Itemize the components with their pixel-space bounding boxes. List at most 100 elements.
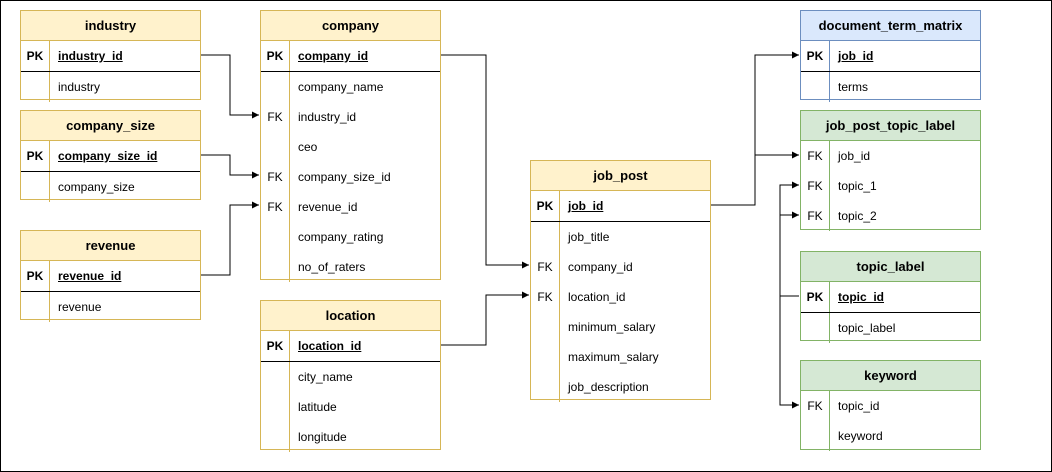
key-marker <box>531 222 560 252</box>
column-name: longitude <box>298 430 347 444</box>
key-marker: PK <box>21 141 50 171</box>
column-name: company_id <box>298 49 369 63</box>
column-name: topic_2 <box>838 209 877 223</box>
key-marker <box>531 372 560 402</box>
column-name: topic_label <box>838 321 896 335</box>
table-row: PK industry_id <box>21 41 200 72</box>
column-name: industry_id <box>58 49 123 63</box>
table-title: location <box>261 301 440 331</box>
key-marker: PK <box>801 41 830 71</box>
column-name: latitude <box>298 400 337 414</box>
key-marker: FK <box>261 192 290 222</box>
key-marker: PK <box>261 41 290 71</box>
table-row: latitude <box>261 392 440 422</box>
table-row: industry <box>21 72 200 102</box>
column-name: location_id <box>568 290 626 304</box>
column-name: job_description <box>568 380 649 394</box>
key-marker <box>531 342 560 372</box>
table-row: no_of_raters <box>261 252 440 282</box>
column-name: revenue_id <box>298 200 358 214</box>
table-title: document_term_matrix <box>801 11 980 41</box>
table-row: city_name <box>261 362 440 392</box>
column-name: keyword <box>838 429 883 443</box>
table-title: keyword <box>801 361 980 391</box>
column-name: company_size <box>58 180 135 194</box>
column-name: ceo <box>298 140 318 154</box>
column-name: job_id <box>568 199 604 213</box>
link-company-job-post <box>441 54 529 269</box>
column-name: company_name <box>298 80 384 94</box>
column-name: industry_id <box>298 110 357 124</box>
table-title: job_post <box>531 161 710 191</box>
table-title: company <box>261 11 440 41</box>
column-name: job_id <box>838 149 871 163</box>
key-marker: FK <box>801 171 830 201</box>
column-name: topic_1 <box>838 179 877 193</box>
key-marker <box>261 252 290 282</box>
column-name: terms <box>838 80 868 94</box>
column-name: no_of_raters <box>298 260 366 274</box>
key-marker: PK <box>21 261 50 291</box>
key-marker: PK <box>261 331 290 361</box>
table-row: FK job_id <box>801 141 980 171</box>
key-marker <box>21 172 50 202</box>
link-topic-to-keyword <box>779 296 799 409</box>
column-name: revenue <box>58 300 102 314</box>
column-name: job_id <box>838 49 874 63</box>
table-row: revenue <box>21 292 200 322</box>
table-row: company_rating <box>261 222 440 252</box>
key-marker <box>21 72 50 102</box>
link-topic-to-topic-1 <box>779 181 799 297</box>
key-marker <box>261 392 290 422</box>
key-marker <box>801 72 830 102</box>
table-row: topic_label <box>801 313 980 343</box>
table-row: job_description <box>531 372 710 402</box>
key-marker: FK <box>801 141 830 171</box>
column-name: company_size_id <box>298 170 391 184</box>
column-name: job_title <box>568 230 610 244</box>
column-name: maximum_salary <box>568 350 659 364</box>
column-name: company_rating <box>298 230 384 244</box>
link-revenue-company <box>201 201 259 276</box>
key-marker: FK <box>801 391 830 421</box>
key-marker <box>531 312 560 342</box>
table-title: job_post_topic_label <box>801 111 980 141</box>
key-marker: FK <box>261 102 290 132</box>
table-row: job_title <box>531 222 710 252</box>
key-marker: PK <box>21 41 50 71</box>
table-row: maximum_salary <box>531 342 710 372</box>
key-marker: FK <box>801 201 830 231</box>
link-job-post-dtm <box>711 51 799 206</box>
table-row: keyword <box>801 421 980 451</box>
column-name: minimum_salary <box>568 320 656 334</box>
table-row: ceo <box>261 132 440 162</box>
table-row: minimum_salary <box>531 312 710 342</box>
table-row: FK topic_1 <box>801 171 980 201</box>
column-name: city_name <box>298 370 353 384</box>
table-title: topic_label <box>801 252 980 282</box>
table-row: PK job_id <box>801 41 980 72</box>
key-marker <box>261 362 290 392</box>
table-row: company_name <box>261 72 440 102</box>
table-title: industry <box>21 11 200 41</box>
column-name: revenue_id <box>58 269 122 283</box>
table-row: PK company_id <box>261 41 440 72</box>
